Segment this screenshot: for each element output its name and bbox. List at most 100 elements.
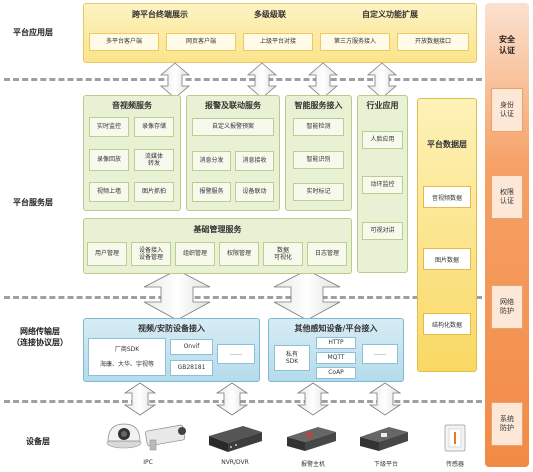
layer-label-service: 平台服务层 [13,198,53,207]
base-item-log-line1: 日志管理 [314,250,339,258]
separator-app-service [4,78,482,81]
security-item-network-line2: 防护 [500,307,514,315]
base-item-org-line1: 组织管理 [182,250,207,258]
security-item-permission-line1: 权限 [500,188,514,196]
other-coap: CoAP [316,367,356,379]
security-item-identity-line2: 认证 [500,110,514,118]
security-column [485,3,529,467]
app-item-open-api: 开放数据接口 [397,33,469,51]
av-item-record-store-line1: 录像存储 [141,123,166,131]
security-item-permission: 权限认证 [491,175,523,219]
video-access-title: 视频/安防设备接入 [138,324,205,333]
industry-item-env-monitor: 动环监控 [362,176,403,194]
base-item-visualize-line2: 可视化 [273,254,292,261]
av-item-snapshot: 图片抓拍 [134,182,174,202]
device-label-ipc: IPC [143,459,153,466]
app-item-upper-platform: 上级平台对接 [243,33,313,51]
arrow-device-1 [123,382,157,416]
device-label-sensor: 传感器 [445,461,464,468]
security-item-system-line2: 防护 [500,424,514,432]
base-item-device-line2: 设备管理 [138,254,163,261]
alarm-host-icon [287,427,336,451]
security-item-network-line1: 网络 [500,298,514,306]
app-item-third-party: 第三方服务接入 [320,33,390,51]
av-item-stream-forward-line1: 流媒体 [144,152,163,160]
other-http: HTTP [316,337,356,349]
base-item-permission: 权限管理 [219,242,259,266]
arrow-device-3 [296,382,330,416]
video-gb28181: GB28181 [170,360,213,376]
layer-label-app: 平台应用层 [13,28,53,37]
other-mqtt: MQTT [316,352,356,364]
industry-item-intercom: 可视对讲 [362,222,403,240]
alarm-service-title: 报警及联动服务 [205,101,261,110]
security-title-line1: 安全 [499,35,515,44]
device-label-nvr: NVR/DVR [221,459,249,466]
base-item-device: 设备接入设备管理 [131,242,171,266]
video-vendor-sdk: 厂商SDK 海康、大华、宇视等 [88,338,166,376]
base-item-log: 日志管理 [307,242,347,266]
video-vendor-sdk-line1: 厂商SDK [114,346,140,353]
platform-data-title: 平台数据层 [427,140,467,149]
platform-data-image: 图片数据 [423,248,471,270]
av-item-video-wall: 视频上墙 [89,182,129,202]
layer-label-network: 网络传输层 （连接协议层） [12,326,68,348]
video-onvif: Onvif [170,339,213,355]
av-item-stream-forward-line2: 转发 [147,160,160,167]
base-item-permission-line1: 权限管理 [226,250,251,258]
device-label-alarm-host: 报警主机 [300,461,325,468]
smart-service-title: 智能服务接入 [294,101,343,110]
alarm-item-msg-dispatch: 消息分发 [192,151,231,171]
arrow-device-4 [368,382,402,416]
base-item-user-line1: 用户管理 [94,250,119,258]
av-item-live-line1: 实时监控 [96,123,121,131]
av-item-record-store: 录像存储 [134,117,174,137]
av-service-title: 音视频服务 [112,101,152,110]
security-item-network: 网络防护 [491,285,523,329]
layer-label-device: 设备层 [26,437,50,446]
industry-title: 行业应用 [366,101,399,110]
security-item-identity-line1: 身份 [500,101,514,109]
alarm-item-custom-plan: 自定义报警预案 [192,118,274,136]
nvr-icon [209,426,262,452]
alarm-item-alarm-service: 报警服务 [192,182,231,202]
app-item-multi-client: 多平台客户端 [89,33,159,51]
device-label-sub-platform: 下级平台 [373,461,398,468]
other-private-sdk-line1: 私有 [285,350,298,358]
av-item-stream-forward: 流媒体转发 [134,149,174,171]
video-vendor-sdk-line2: 海康、大华、宇视等 [99,360,154,368]
av-item-video-wall-line1: 视频上墙 [96,188,121,196]
base-item-device-line1: 设备接入 [138,246,163,254]
smart-item-mark: 实时标记 [293,183,344,201]
security-item-system-line1: 系统 [500,415,514,423]
layer-label-network-line1: 网络传输层 [20,327,60,336]
security-item-permission-line2: 认证 [500,197,514,205]
arrow-device-2 [215,382,249,416]
sensor-icon [444,424,466,452]
platform-data-structured: 结构化数据 [423,313,471,335]
security-item-identity: 身份认证 [491,88,523,132]
separator-service-network [4,296,482,299]
smart-item-recognize: 智能识别 [293,151,344,169]
platform-data-av: 音视频数据 [423,186,471,208]
av-item-live: 实时监控 [89,117,129,137]
sub-platform-icon [360,427,408,451]
industry-item-face: 人脸应用 [362,131,403,149]
other-access-title: 其他感知设备/平台接入 [294,324,378,333]
security-title: 安全 认证 [485,34,529,56]
other-private-sdk-line2: SDK [285,358,299,365]
base-item-visualize-line1: 数据 [276,246,289,254]
smart-item-detect: 智能检测 [293,118,344,136]
base-item-visualize: 数据可视化 [263,242,303,266]
base-item-org: 组织管理 [175,242,215,266]
av-item-playback: 录像回放 [89,149,129,171]
layer-label-network-line2: （连接协议层） [12,338,68,347]
alarm-item-msg-receive: 消息接收 [235,151,274,171]
alarm-item-device-linkage: 设备联动 [235,182,274,202]
app-header-cross-platform: 跨平台终端展示 [132,10,188,19]
app-item-web-client: 网页客户端 [166,33,236,51]
dome-camera-icon [106,423,142,449]
